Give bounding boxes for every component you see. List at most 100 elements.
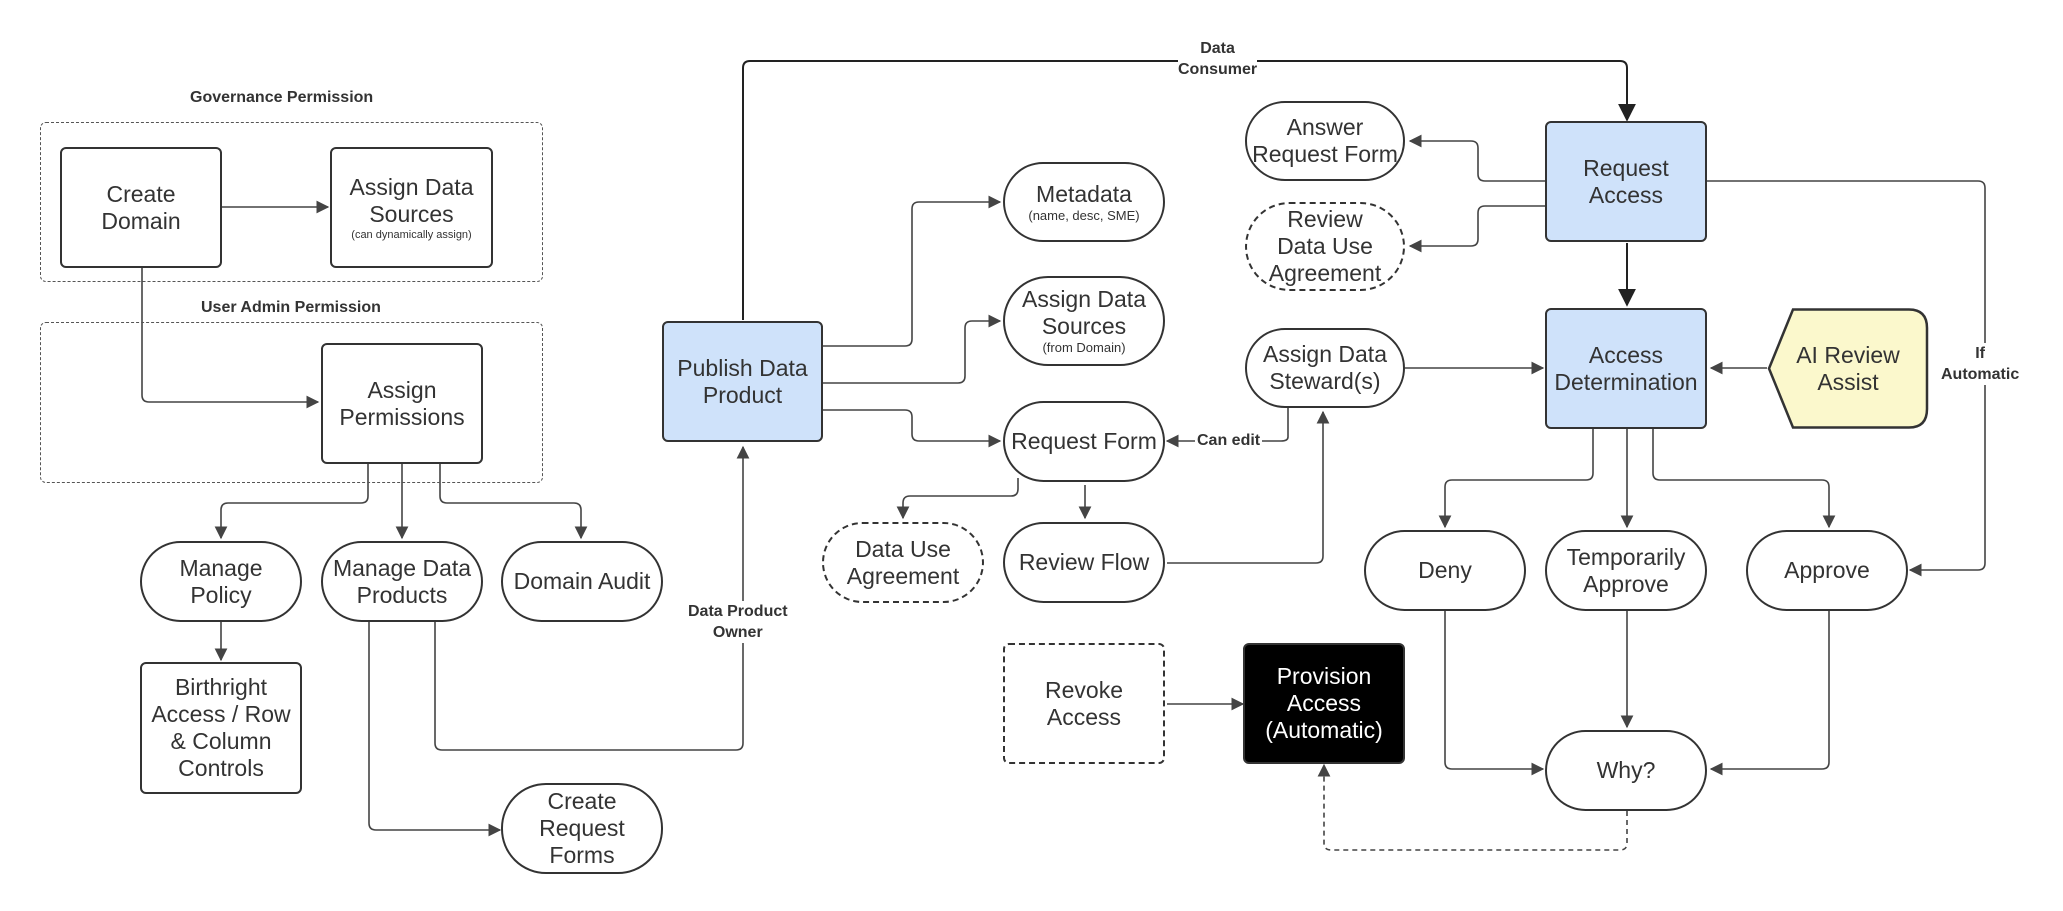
if-automatic-label: If Automatic	[1941, 343, 2020, 385]
edge-approve-to-why	[1709, 611, 1830, 776]
domain-audit-node[interactable]: Domain Audit	[501, 541, 663, 622]
approve-node[interactable]: Approve	[1746, 530, 1908, 611]
deny-label: Deny	[1418, 557, 1472, 583]
provision-access-node[interactable]: Provision Access (Automatic)	[1243, 643, 1405, 764]
create-forms-line-1: Create	[547, 788, 617, 814]
assign-data-stewards-node[interactable]: Assign Data Steward(s)	[1245, 328, 1405, 408]
determination-line-1: Access	[1588, 341, 1664, 368]
assign-sources-prod-line-1: Assign Data	[1021, 286, 1146, 312]
manage-products-line-1: Manage Data	[332, 554, 472, 581]
edge-request-to-review-dua	[1408, 205, 1545, 253]
review-dua-line-2: Data Use	[1277, 233, 1373, 259]
request-access-node[interactable]: Request Access	[1545, 121, 1707, 242]
assign-sources-gov-note: (can dynamically assign)	[351, 228, 472, 241]
manage-products-line-2: Products	[356, 581, 448, 608]
publish-data-product-node[interactable]: Publish Data Product	[662, 321, 823, 442]
request-access-line-1: Request	[1583, 154, 1669, 181]
governance-permission-label: Governance Permission	[190, 89, 374, 106]
assign-sources-gov-line-2: Sources	[369, 200, 454, 227]
temp-approve-line-2: Approve	[1583, 570, 1669, 597]
determination-line-2: Determination	[1554, 368, 1698, 395]
birthright-line-2: Access / Row	[151, 701, 291, 727]
request-access-line-2: Access	[1588, 181, 1664, 208]
review-data-use-agreement-node[interactable]: Review Data Use Agreement	[1245, 202, 1405, 291]
assign-sources-prod-line-2: Sources	[1041, 313, 1127, 339]
stewards-line-1: Assign Data	[1262, 341, 1387, 367]
manage-policy-label: Manage Policy	[179, 554, 263, 608]
ai-review-line-1: AI Review	[1796, 341, 1900, 368]
product-owner-line-2: Owner	[712, 624, 763, 641]
answer-form-line-1: Answer	[1286, 114, 1364, 140]
provision-line-1: Provision	[1276, 663, 1372, 689]
data-product-owner-label: Data Product Owner	[688, 601, 788, 643]
birthright-access-node[interactable]: Birthright Access / Row & Column Control…	[140, 662, 302, 794]
edge-publish-to-assign-sources	[823, 314, 1002, 384]
ai-review-assist-shape	[1767, 308, 1929, 429]
publish-line-1: Publish Data	[677, 354, 808, 381]
dua-line-1: Data Use	[855, 535, 951, 562]
why-node[interactable]: Why?	[1545, 730, 1707, 811]
product-owner-line-1: Data Product	[688, 603, 788, 620]
temporarily-approve-node[interactable]: Temporarily Approve	[1545, 530, 1707, 611]
approve-label: Approve	[1784, 557, 1870, 583]
create-domain-line-1: Create	[106, 180, 176, 207]
ai-review-assist-node[interactable]: AI Review Assist	[1767, 308, 1929, 429]
review-dua-line-1: Review	[1287, 206, 1363, 232]
ai-review-assist-text: AI Review Assist	[1767, 308, 1929, 429]
assign-sources-prod-note: (from Domain)	[1042, 340, 1126, 355]
edge-determination-to-approve	[1652, 429, 1836, 529]
birthright-line-4: Controls	[178, 755, 264, 781]
create-forms-line-3: Forms	[549, 842, 615, 868]
request-form-node[interactable]: Request Form	[1003, 401, 1165, 482]
ai-review-line-2: Assist	[1817, 368, 1879, 395]
edge-request-form-to-dua	[896, 478, 1019, 520]
create-forms-line-2: Request	[539, 815, 625, 841]
edge-publish-to-metadata	[823, 195, 1002, 347]
birthright-line-3: & Column	[170, 728, 272, 754]
edge-deny-to-why	[1444, 611, 1545, 776]
why-label: Why?	[1596, 757, 1656, 783]
manage-policy-node[interactable]: Manage Policy	[140, 541, 302, 622]
review-flow-node[interactable]: Review Flow	[1003, 522, 1165, 603]
provision-line-2: Access	[1286, 690, 1362, 716]
dua-line-2: Agreement	[846, 562, 960, 589]
domain-audit-label: Domain Audit	[513, 568, 651, 594]
metadata-label: Metadata	[1036, 180, 1132, 207]
can-edit-label: Can edit	[1195, 430, 1263, 451]
data-consumer-line-1: Data	[1200, 40, 1235, 57]
temp-approve-line-1: Temporarily	[1566, 543, 1686, 570]
answer-form-line-2: Request Form	[1252, 141, 1398, 167]
edge-products-to-request-forms	[368, 622, 502, 837]
stewards-line-2: Steward(s)	[1269, 368, 1381, 394]
manage-data-products-node[interactable]: Manage Data Products	[321, 541, 483, 622]
edge-publish-to-request-form	[823, 409, 1002, 448]
assign-permissions-line-2: Permissions	[339, 403, 465, 430]
create-domain-node[interactable]: Create Domain	[60, 147, 222, 268]
user-admin-permission-group	[40, 322, 543, 483]
revoke-line-1: Revoke	[1045, 676, 1123, 703]
metadata-node[interactable]: Metadata (name, desc, SME)	[1003, 162, 1165, 242]
assign-sources-gov-line-1: Assign Data	[349, 173, 474, 200]
review-flow-label: Review Flow	[1018, 549, 1150, 575]
edge-determination-to-deny	[1438, 429, 1594, 529]
edge-request-to-answer-form	[1408, 134, 1545, 182]
edge-publish-to-request-access	[742, 60, 1636, 320]
if-automatic-line-2: Automatic	[1941, 366, 2020, 383]
access-determination-node[interactable]: Access Determination	[1545, 308, 1707, 429]
data-use-agreement-node[interactable]: Data Use Agreement	[822, 522, 984, 603]
birthright-line-1: Birthright	[174, 674, 268, 700]
assign-data-sources-gov-node[interactable]: Assign Data Sources (can dynamically ass…	[330, 147, 493, 268]
review-dua-line-3: Agreement	[1268, 260, 1382, 286]
user-admin-permission-label: User Admin Permission	[201, 299, 381, 316]
revoke-access-node[interactable]: Revoke Access	[1003, 643, 1165, 764]
answer-request-form-node[interactable]: Answer Request Form	[1245, 101, 1405, 181]
assign-data-sources-product-node[interactable]: Assign Data Sources (from Domain)	[1003, 276, 1165, 366]
assign-permissions-node[interactable]: Assign Permissions	[321, 343, 483, 464]
if-automatic-line-1: If	[1975, 345, 1985, 362]
provision-line-3: (Automatic)	[1265, 717, 1383, 743]
request-form-label: Request Form	[1011, 428, 1157, 454]
data-consumer-line-2: Consumer	[1178, 61, 1258, 78]
create-request-forms-node[interactable]: Create Request Forms	[501, 783, 663, 874]
governance-permission-group	[40, 122, 543, 282]
deny-node[interactable]: Deny	[1364, 530, 1526, 611]
